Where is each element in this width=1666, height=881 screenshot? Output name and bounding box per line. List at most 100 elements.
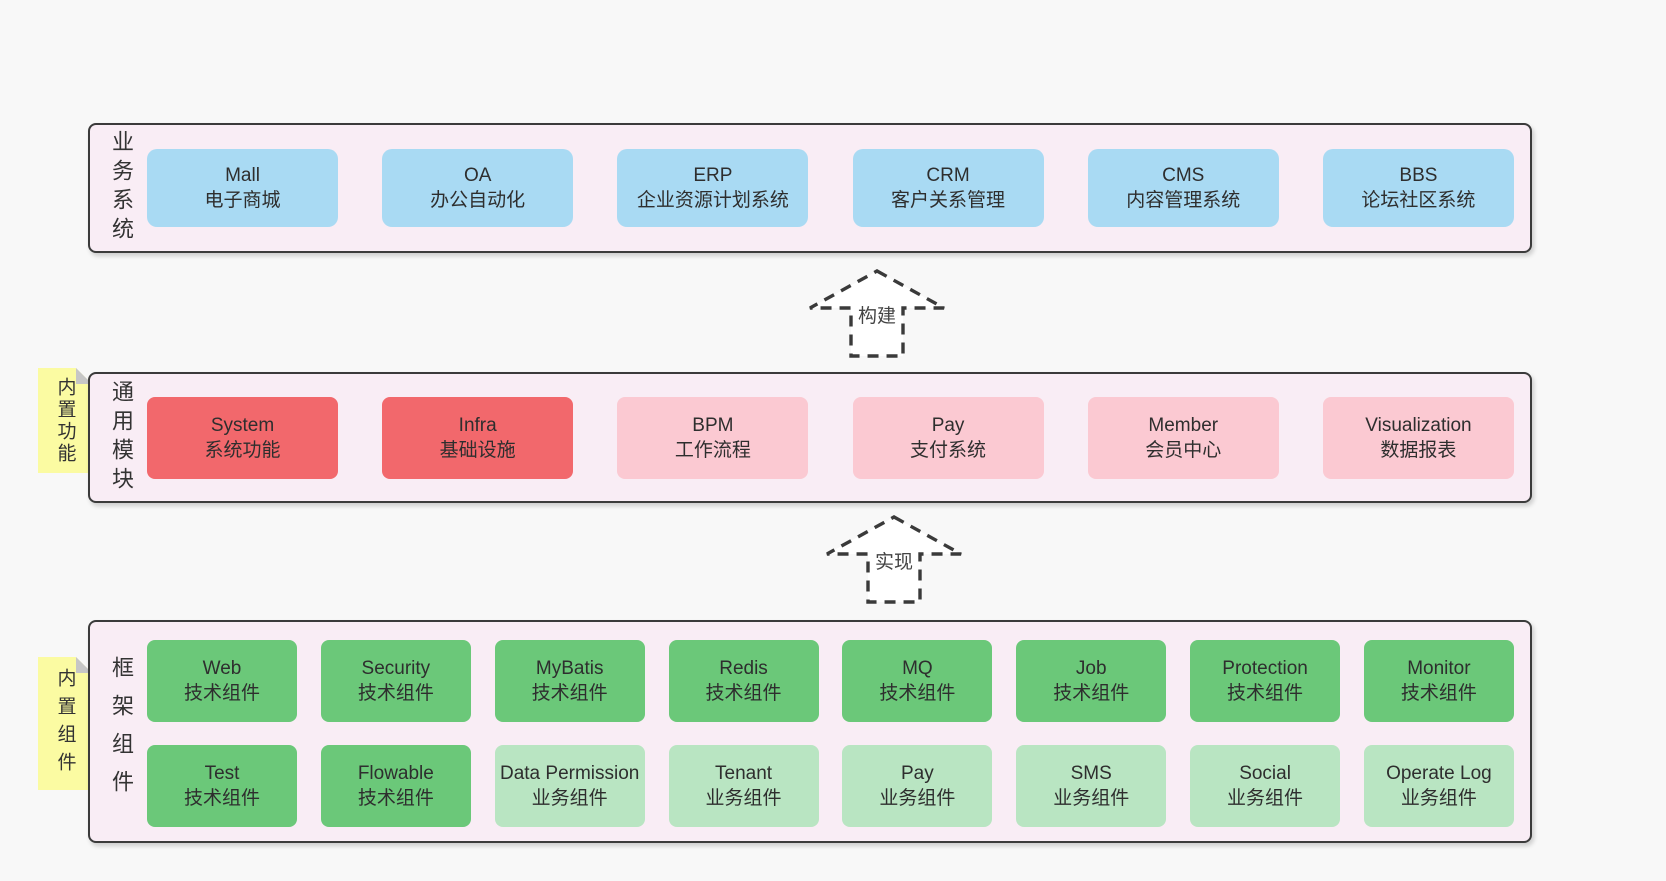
implement-arrow-label: 实现 <box>875 551 913 573</box>
box-name: CMS <box>1162 165 1205 186</box>
box-mybatis: MyBatis 技术组件 <box>494 640 645 722</box>
box-name: Data Permission <box>499 763 640 784</box>
box-name: OA <box>463 165 492 186</box>
section-label-modules: 通用模块 <box>100 374 142 501</box>
box-member: Member 会员中心 <box>1087 396 1279 479</box>
box-desc: 业务组件 <box>1400 788 1477 809</box>
box-sms: SMS 业务组件 <box>1016 745 1167 827</box>
box-desc: 技术组件 <box>1053 683 1130 704</box>
box-mq: MQ 技术组件 <box>842 640 993 722</box>
box-name: Member <box>1148 414 1219 436</box>
box-name: MQ <box>902 658 933 679</box>
box-desc: 论坛社区系统 <box>1361 190 1476 211</box>
box-job: Job 技术组件 <box>1016 640 1167 722</box>
box-pay-component: Pay 业务组件 <box>842 745 993 827</box>
box-name: Redis <box>719 658 768 679</box>
box-desc: 技术组件 <box>531 683 608 704</box>
box-system: System 系统功能 <box>147 396 338 479</box>
section-label-text: 业务系统 <box>109 130 134 246</box>
implement-up-arrow-icon: 实现 <box>826 515 962 604</box>
box-desc: 技术组件 <box>879 683 956 704</box>
box-desc: 支付系统 <box>910 439 987 461</box>
box-data-permission: Data Permission 业务组件 <box>494 745 645 827</box>
section-common-modules: 通用模块 System 系统功能 Infra 基础设施 BPM 工作流程 Pay… <box>88 372 1532 503</box>
sticky-note-text: 内置功能 <box>54 376 76 465</box>
box-oa: OA 办公自动化 <box>382 149 574 227</box>
business-box-row: Mall 电子商城 OA 办公自动化 ERP 企业资源计划系统 CRM 客户关系… <box>147 125 1514 251</box>
sticky-note-builtin-components: 内置组件 <box>38 657 92 790</box>
box-desc: 技术组件 <box>705 683 782 704</box>
box-name: Infra <box>458 414 497 436</box>
box-name: BBS <box>1399 165 1438 186</box>
box-name: Flowable <box>357 763 434 784</box>
box-monitor: Monitor 技术组件 <box>1363 640 1514 722</box>
box-desc: 业务组件 <box>1053 788 1130 809</box>
box-desc: 技术组件 <box>1227 683 1304 704</box>
box-name: BPM <box>692 414 734 436</box>
box-desc: 内容管理系统 <box>1126 190 1241 211</box>
sticky-note-text: 内置组件 <box>54 667 76 780</box>
box-desc: 基础设施 <box>439 439 516 461</box>
box-crm: CRM 客户关系管理 <box>852 149 1044 227</box>
section-label-business: 业务系统 <box>100 125 142 251</box>
box-name: CRM <box>926 165 970 186</box>
box-mall: Mall 电子商城 <box>147 149 338 227</box>
box-bpm: BPM 工作流程 <box>617 396 809 479</box>
box-name: Security <box>361 658 431 679</box>
box-infra: Infra 基础设施 <box>382 396 574 479</box>
box-tenant: Tenant 业务组件 <box>668 745 819 827</box>
box-redis: Redis 技术组件 <box>668 640 819 722</box>
box-flowable: Flowable 技术组件 <box>320 745 471 827</box>
section-business-systems: 业务系统 Mall 电子商城 OA 办公自动化 ERP 企业资源计划系统 CRM… <box>88 123 1532 253</box>
box-cms: CMS 内容管理系统 <box>1087 149 1279 227</box>
box-name: Social <box>1239 763 1291 784</box>
box-name: Visualization <box>1365 414 1472 436</box>
box-desc: 客户关系管理 <box>891 190 1006 211</box>
box-security: Security 技术组件 <box>320 640 471 722</box>
box-desc: 办公自动化 <box>430 190 526 211</box>
box-name: Monitor <box>1407 658 1471 679</box>
box-web: Web 技术组件 <box>147 640 297 722</box>
box-name: Operate Log <box>1386 763 1492 784</box>
box-desc: 技术组件 <box>357 683 434 704</box>
section-label-text: 通用模块 <box>109 379 134 496</box>
box-desc: 工作流程 <box>674 439 751 461</box>
box-pay-module: Pay 支付系统 <box>852 396 1044 479</box>
section-framework-components: 框架组件 Web 技术组件 Security 技术组件 MyBatis 技术组件… <box>88 620 1532 843</box>
section-label-text: 框架组件 <box>109 655 134 808</box>
box-name: Mall <box>225 165 260 186</box>
box-desc: 业务组件 <box>879 788 956 809</box>
box-protection: Protection 技术组件 <box>1190 640 1341 722</box>
box-desc: 技术组件 <box>1400 683 1477 704</box>
section-label-components: 框架组件 <box>100 622 142 841</box>
box-name: Pay <box>901 763 934 784</box>
box-desc: 业务组件 <box>531 788 608 809</box>
box-desc: 会员中心 <box>1145 439 1222 461</box>
box-name: ERP <box>693 165 733 186</box>
box-desc: 技术组件 <box>183 788 260 809</box>
box-bbs: BBS 论坛社区系统 <box>1322 149 1514 227</box>
box-name: MyBatis <box>535 658 604 679</box>
box-operate-log: Operate Log 业务组件 <box>1363 745 1514 827</box>
build-up-arrow-icon: 构建 <box>809 269 945 358</box>
box-name: Tenant <box>715 763 773 784</box>
box-visualization: Visualization 数据报表 <box>1322 396 1514 479</box>
box-desc: 系统功能 <box>204 439 281 461</box>
build-arrow-label: 构建 <box>858 305 896 327</box>
box-name: Job <box>1075 658 1107 679</box>
modules-box-row: System 系统功能 Infra 基础设施 BPM 工作流程 Pay 支付系统… <box>147 374 1514 501</box>
box-desc: 业务组件 <box>705 788 782 809</box>
box-desc: 技术组件 <box>183 683 260 704</box>
components-box-row-2: Test 技术组件 Flowable 技术组件 Data Permission … <box>147 745 1514 827</box>
box-desc: 企业资源计划系统 <box>636 190 789 211</box>
box-name: Protection <box>1222 658 1308 679</box>
box-name: SMS <box>1070 763 1112 784</box>
box-desc: 业务组件 <box>1227 788 1304 809</box>
box-test: Test 技术组件 <box>147 745 297 827</box>
box-name: Web <box>202 658 242 679</box>
box-name: Test <box>204 763 240 784</box>
sticky-note-builtin-features: 内置功能 <box>38 368 92 473</box>
box-name: Pay <box>931 414 965 436</box>
box-desc: 技术组件 <box>357 788 434 809</box>
